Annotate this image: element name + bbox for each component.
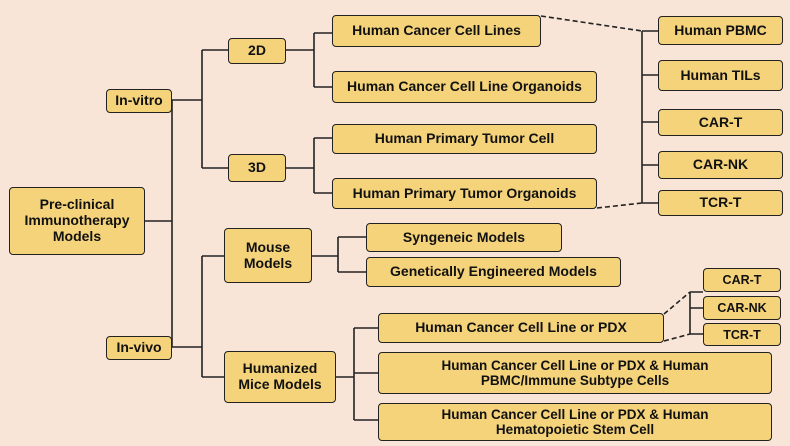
genetically-engineered-models-node: Genetically Engineered Models — [366, 257, 621, 287]
human-primary-tumor-organoids-node: Human Primary Tumor Organoids — [332, 178, 597, 209]
root-node: Pre-clinical Immunotherapy Models — [9, 187, 145, 255]
human-cancer-cell-line-pdx-node: Human Cancer Cell Line or PDX — [378, 313, 664, 343]
dashed-connector-upper-small — [663, 291, 691, 315]
connector-invivo — [172, 255, 224, 378]
connector-2d — [286, 32, 332, 88]
car-nk-node: CAR-NK — [658, 151, 783, 179]
in-vitro-node: In-vitro — [106, 89, 172, 113]
cell-line-pdx-hsc-node: Human Cancer Cell Line or PDX & Human He… — [378, 403, 772, 441]
2d-node: 2D — [228, 38, 286, 64]
human-cancer-cell-lines-node: Human Cancer Cell Lines — [332, 15, 541, 47]
car-t-small-node: CAR-T — [703, 268, 781, 292]
human-tils-node: Human TILs — [658, 60, 783, 91]
mouse-models-node: Mouse Models — [224, 228, 312, 283]
human-pbmc-node: Human PBMC — [658, 16, 783, 45]
human-primary-tumor-cell-node: Human Primary Tumor Cell — [332, 124, 597, 154]
tcr-t-node: TCR-T — [658, 190, 783, 216]
in-vivo-node: In-vivo — [106, 336, 172, 360]
connector-small-list — [689, 291, 703, 335]
cell-line-pdx-pbmc-node: Human Cancer Cell Line or PDX & Human PB… — [378, 352, 772, 394]
dashed-connector-top — [540, 15, 643, 32]
connector-mouse — [312, 236, 366, 273]
human-cancer-cell-line-organoids-node: Human Cancer Cell Line Organoids — [332, 71, 597, 103]
tcr-t-small-node: TCR-T — [703, 323, 781, 346]
humanized-mice-node: Humanized Mice Models — [224, 351, 336, 403]
connector-invitro — [172, 49, 228, 169]
syngeneic-models-node: Syngeneic Models — [366, 223, 562, 252]
connector-humanized — [336, 327, 378, 421]
dashed-connector-lower-small — [663, 333, 691, 342]
3d-node: 3D — [228, 154, 286, 182]
car-nk-small-node: CAR-NK — [703, 296, 781, 320]
car-t-node: CAR-T — [658, 109, 783, 136]
connector-cell-therapy-list — [641, 30, 658, 204]
connector-3d — [286, 137, 332, 194]
dashed-connector-mid — [596, 202, 643, 209]
